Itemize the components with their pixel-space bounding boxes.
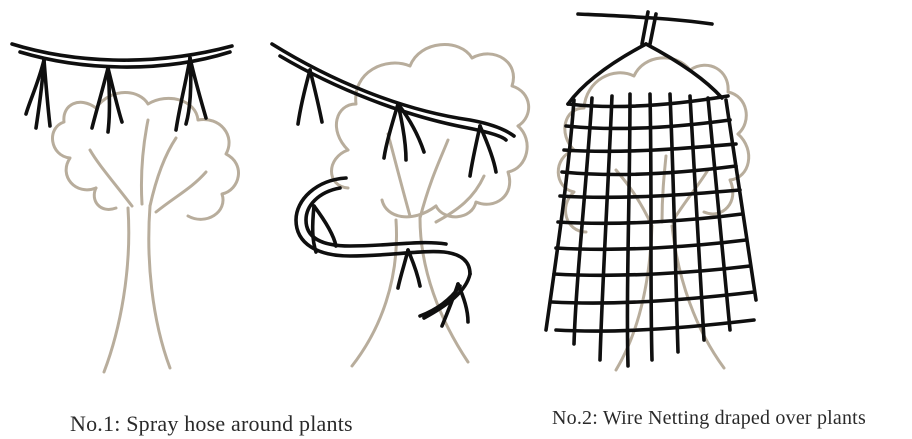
illustration-3-netting-over-tree — [546, 12, 756, 370]
tree-1-outline — [53, 93, 239, 373]
caption-wire-netting: No.2: Wire Netting draped over plants — [552, 407, 866, 430]
illustration-1-hose-above-tree — [12, 44, 238, 372]
caption-spray-hose: No.1: Spray hose around plants — [70, 411, 353, 437]
wire-netting — [546, 12, 756, 366]
tree-2-outline — [332, 45, 529, 366]
illustration-2-hose-wrapped-tree — [272, 44, 529, 366]
